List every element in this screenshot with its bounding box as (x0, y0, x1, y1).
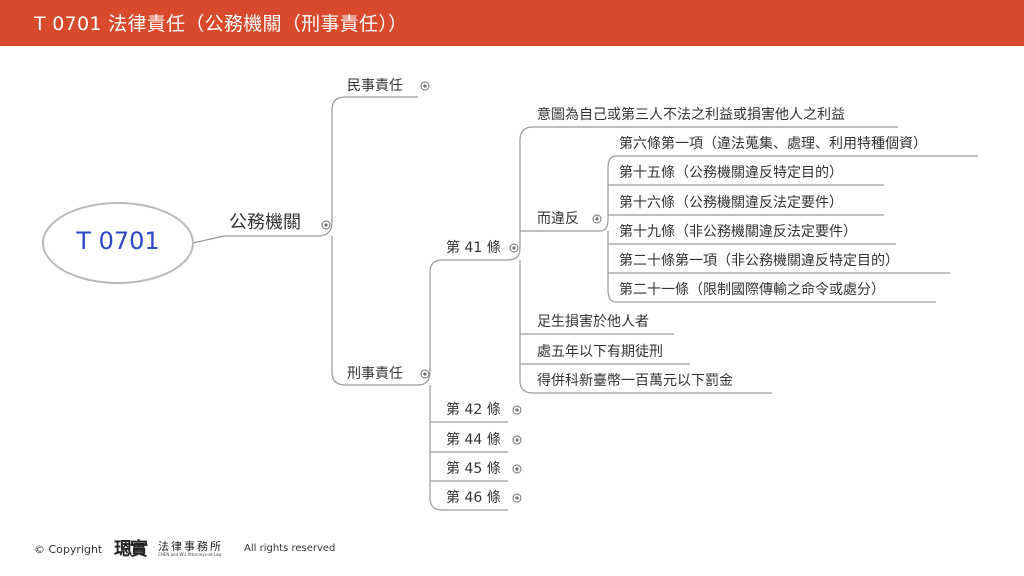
node-violation-item[interactable]: 第六條第一項（違法蒐集、處理、利用特種個資） (619, 136, 927, 152)
node-intent[interactable]: 意圖為自己或第三人不法之利益或損害他人之利益 (537, 107, 845, 123)
node-violate[interactable]: 而違反 (537, 211, 579, 227)
node-violation-item[interactable]: 第十六條（公務機關違反法定要件） (619, 195, 843, 211)
root-node-label: T 0701 (76, 227, 160, 255)
copyright-text: © Copyright (34, 543, 103, 556)
root-node[interactable] (42, 202, 194, 284)
node-article-45[interactable]: 第 45 條 (446, 461, 501, 477)
firm-logo: 𤨒實 (114, 539, 148, 560)
rights-text: All rights reserved (244, 543, 336, 554)
firm-name-english: CHEN and WU Attorneys-at-Law (158, 552, 222, 557)
connector-public (224, 96, 346, 237)
header-bar: T 0701 法律責任（公務機關（刑事責任）） (0, 0, 1024, 46)
node-fine[interactable]: 得併科新臺幣一百萬元以下罰金 (537, 373, 733, 389)
node-violation-item[interactable]: 第十九條（非公務機關違反法定要件） (619, 224, 857, 240)
connector-root (192, 235, 225, 244)
connector-art41 (507, 126, 534, 261)
node-article-44[interactable]: 第 44 條 (446, 432, 501, 448)
firm-name-chinese: 法律事務所 (158, 540, 223, 553)
connector-violate-lower (607, 231, 617, 303)
node-violation-item[interactable]: 第二十一條（限制國際傳輸之命令或處分） (619, 282, 885, 298)
connector-public-lower (331, 236, 346, 386)
node-civil-liability[interactable]: 民事責任 (347, 78, 403, 94)
node-article-46[interactable]: 第 46 條 (446, 490, 501, 506)
connector-criminal-lower (429, 385, 443, 511)
node-public-agency[interactable]: 公務機關 (229, 212, 301, 233)
node-damage[interactable]: 足生損害於他人者 (537, 314, 649, 330)
node-article-41[interactable]: 第 41 條 (446, 240, 501, 256)
node-imprisonment[interactable]: 處五年以下有期徒刑 (537, 344, 663, 360)
node-criminal-liability[interactable]: 刑事責任 (347, 366, 403, 382)
node-violation-item[interactable]: 第十五條（公務機關違反特定目的） (619, 165, 843, 181)
connector-art41-lower (519, 260, 534, 394)
slide-title: T 0701 法律責任（公務機關（刑事責任）） (34, 13, 408, 35)
connector-criminal (417, 259, 443, 386)
node-article-42[interactable]: 第 42 條 (446, 402, 501, 418)
node-violation-item[interactable]: 第二十條第一項（非公務機關違反特定目的） (619, 253, 899, 269)
connector-violate (599, 155, 617, 232)
